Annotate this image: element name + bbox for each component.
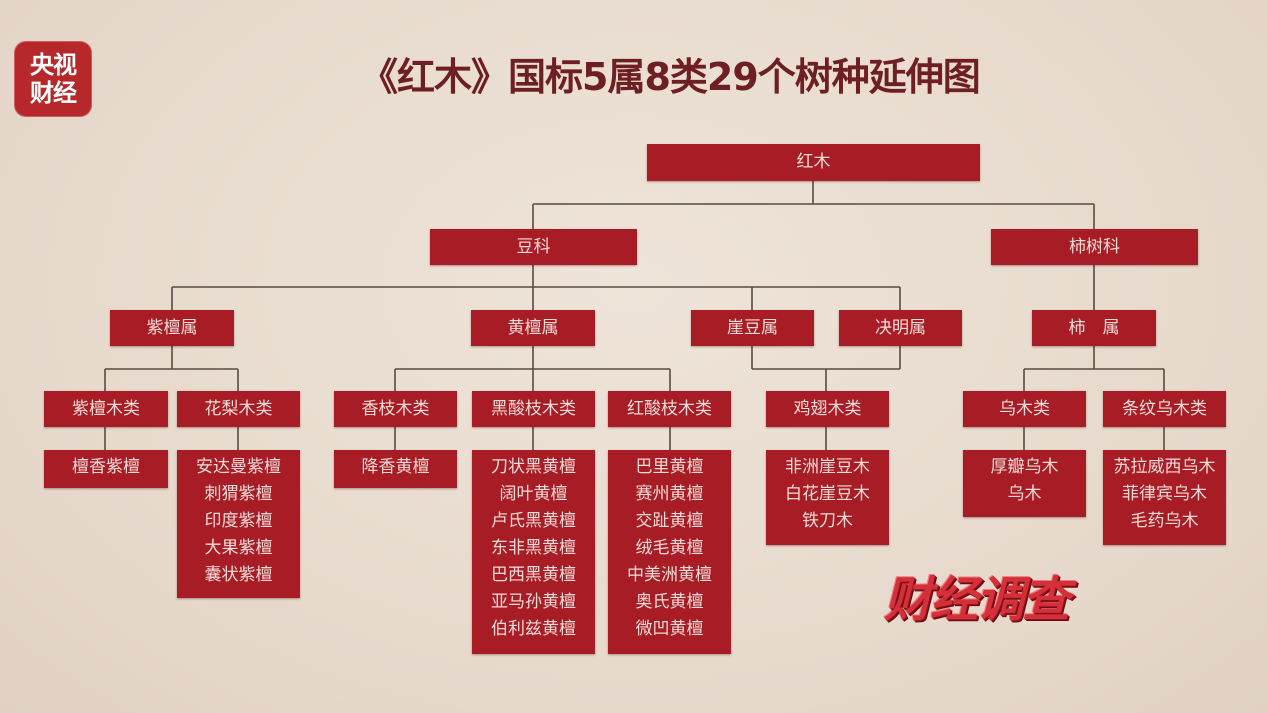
- species-list-hongsuanzhi: 巴里黄檀 赛州黄檀 交趾黄檀 绒毛黄檀 中美洲黄檀 奥氏黄檀 微凹黄檀: [608, 450, 731, 654]
- node-genus-diospyros: 柿 属: [1032, 310, 1156, 346]
- species-list-heisuanzhi: 刀状黑黄檀 阔叶黄檀 卢氏黑黄檀 东非黑黄檀 巴西黑黄檀 亚马孙黄檀 伯利兹黄檀: [472, 450, 595, 654]
- node-class-jichi: 鸡翅木类: [766, 391, 889, 427]
- species-item: 安达曼紫檀: [196, 457, 281, 477]
- node-genus-millettia: 崖豆属: [691, 310, 814, 346]
- cctv-finance-logo: 央视 财经: [14, 41, 92, 117]
- node-class-xiangzhi: 香枝木类: [334, 391, 457, 427]
- node-label: 决明属: [875, 317, 926, 338]
- node-class-huali: 花梨木类: [177, 391, 300, 427]
- node-root: 红木: [647, 144, 980, 181]
- node-label: 紫檀木类: [72, 398, 140, 419]
- node-genus-dalbergia: 黄檀属: [471, 310, 595, 346]
- node-genus-pterocarpus: 紫檀属: [110, 310, 234, 346]
- species-list-jichi: 非洲崖豆木 白花崖豆木 铁刀木: [766, 450, 889, 545]
- species-item: 巴西黑黄檀: [491, 565, 576, 585]
- species-item: 阔叶黄檀: [499, 484, 568, 504]
- node-label: 黄檀属: [507, 317, 559, 338]
- node-label: 花梨木类: [204, 398, 273, 419]
- node-label: 柿树科: [1069, 236, 1120, 257]
- species-item: 亚马孙黄檀: [491, 592, 576, 612]
- species-item: 厚瓣乌木: [990, 457, 1059, 477]
- species-item: 苏拉威西乌木: [1113, 457, 1216, 477]
- species-list-huali: 安达曼紫檀 刺猬紫檀 印度紫檀 大果紫檀 囊状紫檀: [177, 450, 300, 598]
- node-label: 鸡翅木类: [793, 398, 862, 419]
- node-label: 条纹乌木类: [1122, 398, 1207, 419]
- species-item: 毛药乌木: [1130, 511, 1199, 531]
- node-family-legume: 豆科: [430, 229, 637, 265]
- node-class-hongsuanzhi: 红酸枝木类: [608, 391, 731, 427]
- node-label: 紫檀属: [146, 317, 198, 338]
- node-label: 红酸枝木类: [627, 398, 712, 419]
- node-label: 崖豆属: [727, 317, 778, 338]
- species-item: 降香黄檀: [361, 457, 430, 477]
- node-label: 柿 属: [1068, 317, 1120, 338]
- logo-line-1: 央视: [30, 51, 77, 79]
- species-item: 中美洲黄檀: [627, 565, 712, 585]
- page-title: 《红木》国标5属8类29个树种延伸图: [360, 55, 981, 99]
- node-label: 黑酸枝木类: [491, 398, 576, 419]
- node-label: 乌木类: [999, 398, 1050, 419]
- species-list-tiaowen-wumu: 苏拉威西乌木 菲律宾乌木 毛药乌木: [1103, 450, 1226, 545]
- species-list-xiangzhi: 降香黄檀: [334, 450, 457, 488]
- species-item: 铁刀木: [802, 511, 853, 531]
- node-label: 红木: [796, 152, 831, 172]
- species-item: 乌木: [1007, 484, 1042, 504]
- node-class-wumu: 乌木类: [963, 391, 1086, 427]
- species-item: 大果紫檀: [204, 538, 273, 558]
- species-item: 伯利兹黄檀: [491, 619, 576, 639]
- species-item: 奥氏黄檀: [635, 592, 704, 612]
- node-label: 豆科: [516, 236, 551, 257]
- species-item: 菲律宾乌木: [1122, 484, 1207, 504]
- finance-investigation-watermark: 财经调查: [884, 572, 1070, 628]
- species-item: 囊状紫檀: [204, 565, 273, 585]
- species-item: 绒毛黄檀: [635, 538, 704, 558]
- species-list-wumu: 厚瓣乌木 乌木: [963, 450, 1086, 517]
- species-item: 白花崖豆木: [785, 484, 870, 504]
- species-item: 刺猬紫檀: [204, 484, 273, 504]
- species-item: 微凹黄檀: [635, 619, 704, 639]
- node-family-ebenaceae: 柿树科: [991, 229, 1198, 265]
- species-item: 印度紫檀: [204, 511, 273, 531]
- species-list-zitan: 檀香紫檀: [44, 450, 168, 488]
- species-item: 刀状黑黄檀: [491, 457, 576, 477]
- node-label: 香枝木类: [361, 398, 430, 419]
- species-item: 巴里黄檀: [635, 457, 704, 477]
- species-item: 赛州黄檀: [635, 484, 704, 504]
- node-class-tiaowen-wumu: 条纹乌木类: [1103, 391, 1226, 427]
- species-item: 檀香紫檀: [72, 457, 140, 477]
- logo-line-2: 财经: [30, 79, 77, 107]
- node-class-heisuanzhi: 黑酸枝木类: [472, 391, 595, 427]
- species-item: 非洲崖豆木: [785, 457, 870, 477]
- species-item: 卢氏黑黄檀: [491, 511, 576, 531]
- node-class-zitan: 紫檀木类: [44, 391, 168, 427]
- species-item: 交趾黄檀: [635, 511, 704, 531]
- species-item: 东非黑黄檀: [491, 538, 576, 558]
- node-genus-cassia: 决明属: [839, 310, 962, 346]
